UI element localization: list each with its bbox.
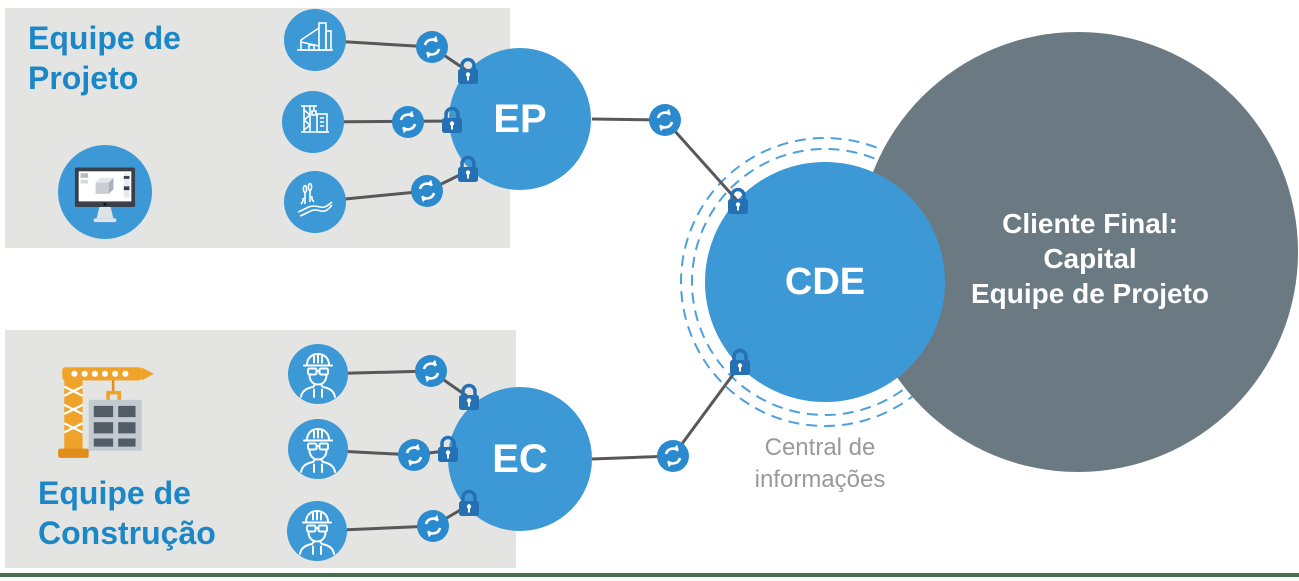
worker-icon (288, 344, 348, 404)
sync-icon (411, 175, 443, 207)
cde-caption-line2: informações (754, 466, 886, 493)
worker-icon (288, 419, 348, 479)
final-client-line3: Equipe de Projeto (970, 278, 1210, 309)
cde-caption: Central de informações (705, 432, 935, 496)
cde-hub-label: CDE (784, 260, 866, 303)
lock-icon (455, 381, 483, 413)
sync-icon (415, 355, 447, 387)
worker-icon (287, 501, 347, 561)
final-client-line2: Capital (1043, 243, 1137, 274)
project-team-title-line2: Projeto (28, 60, 139, 96)
sync-icon (398, 439, 430, 471)
construction-crane-icon (58, 367, 154, 458)
ec-hub-label: EC (492, 436, 548, 481)
sync-icon (657, 440, 689, 472)
lock-icon (726, 346, 754, 378)
sync-icon (417, 510, 449, 542)
footer-accent-bar (0, 573, 1299, 577)
construction-team-title-line1: Equipe de (38, 475, 191, 511)
tower-crane-icon (282, 91, 344, 153)
cde-caption-line1: Central de (764, 434, 876, 461)
final-client-label: Cliente Final: Capital Equipe de Projeto (880, 206, 1299, 311)
lock-icon (454, 153, 482, 185)
lock-icon (438, 104, 466, 136)
ep-hub-label: EP (493, 96, 547, 141)
sync-icon (392, 106, 424, 138)
lock-icon (434, 433, 462, 465)
terrain-site-icon (284, 171, 346, 233)
lock-icon (724, 185, 752, 217)
project-team-title: Equipe de Projeto (28, 18, 181, 98)
final-client-line1: Cliente Final: (1002, 208, 1178, 239)
sync-icon (649, 104, 681, 136)
industrial-structure-icon (284, 9, 346, 71)
construction-team-title: Equipe de Construção (38, 473, 216, 553)
project-team-title-line1: Equipe de (28, 20, 181, 56)
sync-icon (416, 31, 448, 63)
lock-icon (454, 55, 482, 87)
construction-team-title-line2: Construção (38, 515, 216, 551)
bim-monitor-icon (58, 145, 152, 239)
lock-icon (455, 487, 483, 519)
